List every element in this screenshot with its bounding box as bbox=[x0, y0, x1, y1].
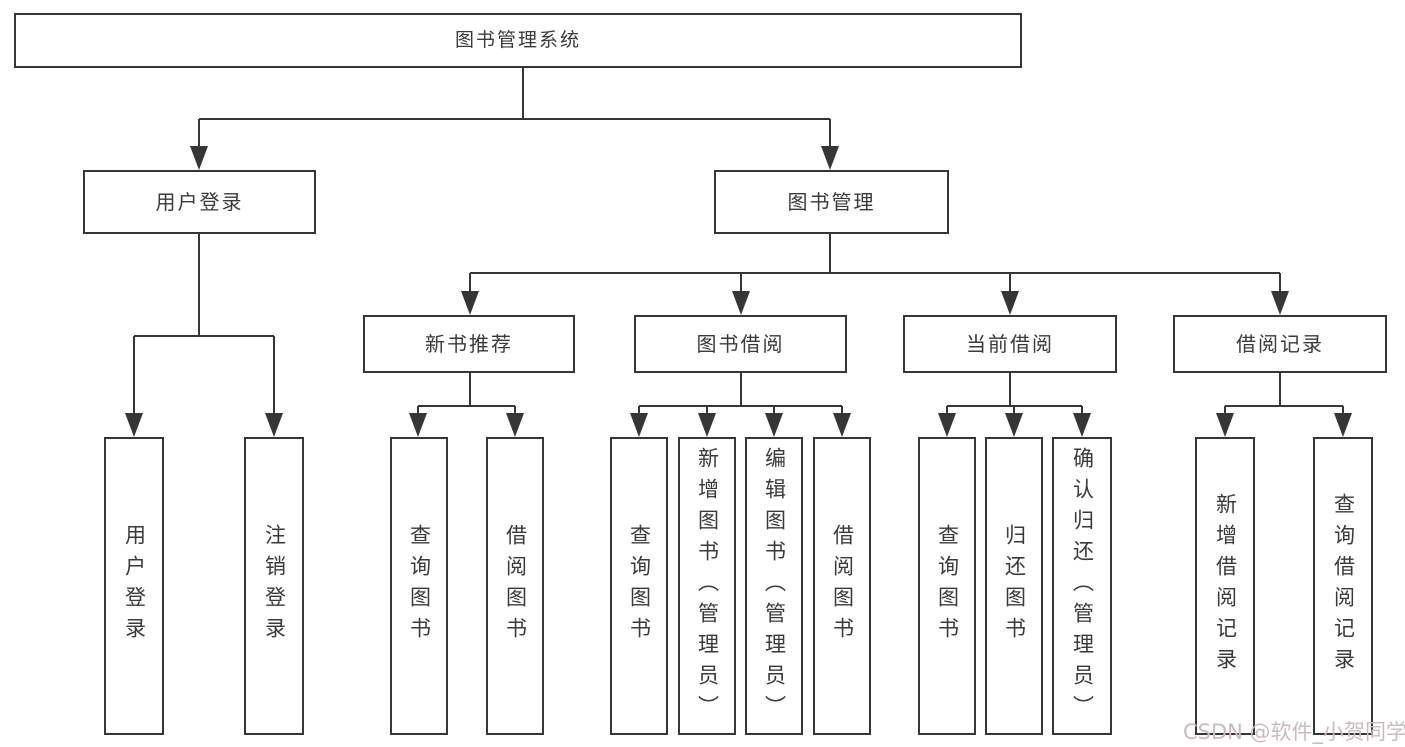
node-book-borrowing: 图书借阅 bbox=[634, 315, 847, 373]
node-current-borrowing: 当前借阅 bbox=[903, 315, 1117, 373]
leaf-query-borrow-record: 查询借阅记录 bbox=[1313, 437, 1373, 735]
leaf-query-books-3: 查询图书 bbox=[918, 437, 976, 735]
node-user-login: 用户登录 bbox=[83, 170, 316, 234]
csdn-watermark: CSDN @软件_小贺同学 bbox=[1183, 720, 1405, 744]
leaf-user-login: 用户登录 bbox=[104, 437, 164, 735]
leaf-query-books-2: 查询图书 bbox=[610, 437, 668, 735]
leaf-borrow-books-1: 借阅图书 bbox=[486, 437, 544, 735]
node-borrowing-records: 借阅记录 bbox=[1173, 315, 1387, 373]
leaf-return-books: 归还图书 bbox=[985, 437, 1043, 735]
leaf-borrow-books-2: 借阅图书 bbox=[813, 437, 871, 735]
node-book-management: 图书管理 bbox=[714, 170, 949, 234]
node-new-book-recommend: 新书推荐 bbox=[363, 315, 575, 373]
leaf-query-books-1: 查询图书 bbox=[390, 437, 448, 735]
leaf-add-borrow-record: 新增借阅记录 bbox=[1195, 437, 1255, 735]
arrowheads bbox=[125, 146, 1352, 437]
leaf-add-books-admin: 新增图书（管理员） bbox=[678, 437, 736, 735]
leaf-edit-books-admin: 编辑图书（管理员） bbox=[745, 437, 803, 735]
node-root-library-system: 图书管理系统 bbox=[14, 13, 1022, 68]
leaf-logout: 注销登录 bbox=[244, 437, 304, 735]
leaf-confirm-return-admin: 确认归还（管理员） bbox=[1052, 437, 1112, 735]
